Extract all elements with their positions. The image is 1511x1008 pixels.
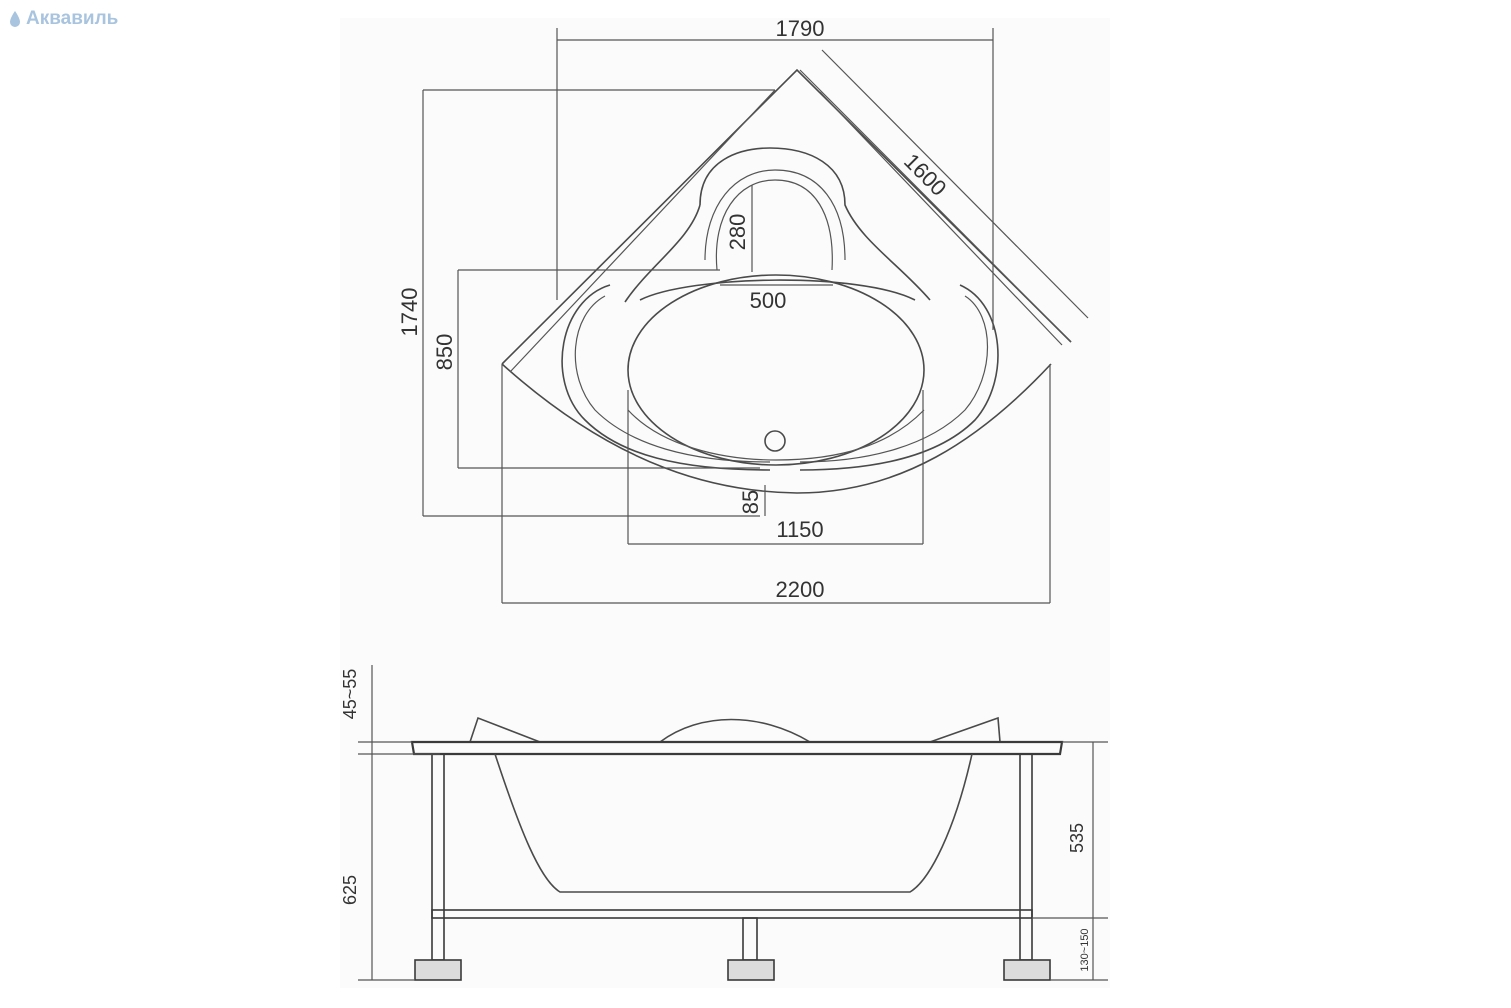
dim-130-150-label: 130~150	[1079, 928, 1091, 971]
inner-bowl	[627, 274, 925, 466]
center-headrest	[659, 718, 811, 743]
dim-1150-label: 1150	[776, 517, 823, 542]
dim-535-label: 535	[1067, 823, 1087, 853]
brand-logo[interactable]: Аквавиль	[8, 8, 118, 30]
side-view: 45~55 625 535 130~150	[340, 665, 1108, 981]
tub-rim-outline	[501, 68, 1072, 365]
right-lobe	[799, 284, 999, 471]
dim-1740-label: 1740	[397, 288, 422, 337]
headrest	[715, 179, 833, 271]
foot-left	[414, 959, 462, 981]
backrest	[699, 147, 931, 301]
dim-85-label: 85	[738, 490, 763, 514]
dim-625-label: 625	[340, 875, 360, 905]
drawing-sheet	[340, 18, 1110, 988]
dim-280-label: 280	[725, 214, 750, 251]
foot-center	[727, 959, 775, 981]
left-pillow	[469, 716, 541, 743]
dim-45-55-label: 45~55	[340, 669, 360, 720]
tub-rim	[410, 740, 1064, 756]
dim-1790-label: 1790	[776, 16, 825, 41]
dimline-1600	[821, 49, 1089, 319]
dim-500-label: 500	[750, 288, 787, 313]
dim-850-label: 850	[432, 334, 457, 371]
foot-right	[1003, 959, 1051, 981]
drain	[764, 430, 786, 452]
drop-logo-icon	[10, 11, 20, 27]
left-lobe	[561, 284, 771, 471]
tub-front-arc	[501, 363, 1052, 494]
dim-2200-label: 2200	[776, 577, 825, 602]
brand-name: Аквавиль	[26, 8, 119, 29]
right-pillow	[929, 716, 1001, 743]
tub-shell	[494, 753, 973, 893]
top-view: 1790 1600 1740 850 280 500 85 1150 2200	[397, 16, 1089, 604]
